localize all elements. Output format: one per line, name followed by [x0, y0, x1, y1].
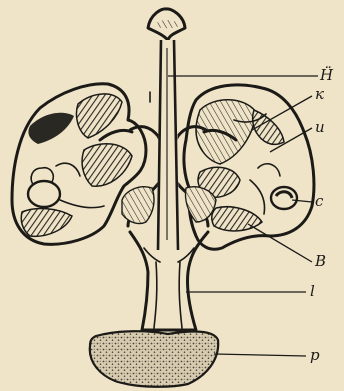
leader-p [214, 354, 306, 356]
label-H: Ḧ [319, 66, 334, 84]
central-shaft [150, 40, 184, 250]
top-knob [148, 9, 185, 40]
leader-B [248, 224, 312, 262]
labels: Ḧ к u c B l p [310, 66, 334, 364]
label-B: B [314, 252, 326, 270]
label-u: u [315, 118, 325, 136]
bottom-plate [90, 331, 218, 387]
label-p: p [310, 346, 320, 364]
label-k: к [315, 85, 324, 103]
label-l: l [310, 282, 315, 300]
label-c: c [315, 192, 324, 210]
left-lateral-mass [12, 84, 146, 245]
